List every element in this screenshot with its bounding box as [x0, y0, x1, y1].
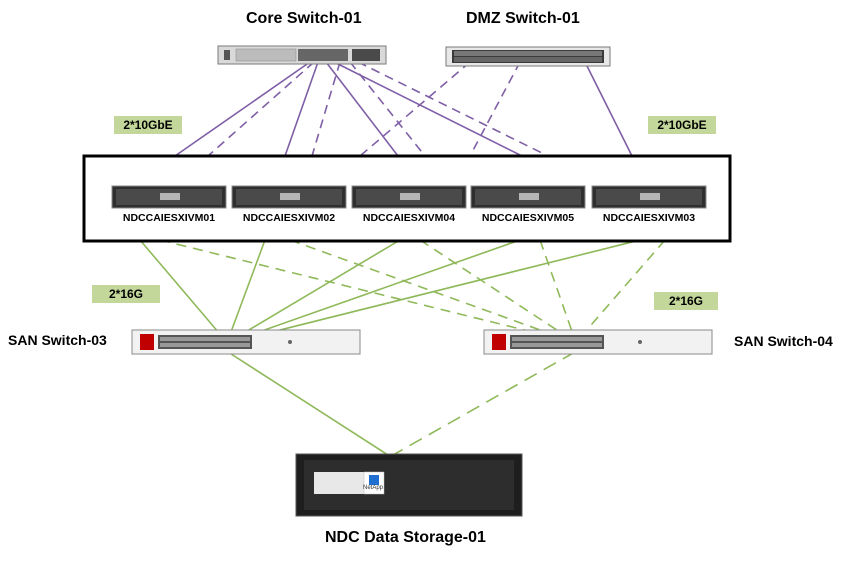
core-switch-device [217, 45, 387, 65]
fc-bandwidth-badge-left: 2*16G [92, 285, 160, 303]
san-switch-03-label: SAN Switch-03 [8, 332, 107, 348]
host-label-04: NDCCAIESXIVM04 [362, 212, 456, 224]
san-switch-04-device [483, 329, 713, 355]
fc-bandwidth-badge-right: 2*16G [654, 292, 718, 310]
dmz-switch-device [445, 46, 611, 67]
eth-bandwidth-badge-right: 2*10GbE [648, 116, 716, 134]
host-server-04 [351, 185, 467, 209]
dmz-switch-label: DMZ Switch-01 [466, 10, 580, 27]
host-server-03 [591, 185, 707, 209]
san-switch-03-device [131, 329, 361, 355]
eth-bandwidth-badge-left: 2*10GbE [114, 116, 182, 134]
netapp-logo-text: NetApp [363, 485, 384, 491]
fc-links [139, 239, 666, 456]
host-server-05 [470, 185, 586, 209]
host-label-03: NDCCAIESXIVM03 [602, 212, 696, 224]
host-server-02 [231, 185, 347, 209]
host-label-02: NDCCAIESXIVM02 [242, 212, 336, 224]
storage-label: NDC Data Storage-01 [325, 529, 486, 546]
core-switch-label: Core Switch-01 [246, 10, 362, 27]
host-server-01 [111, 185, 227, 209]
host-label-01: NDCCAIESXIVM01 [122, 212, 216, 224]
ethernet-links [174, 61, 633, 157]
san-switch-04-label: SAN Switch-04 [734, 333, 833, 349]
host-label-05: NDCCAIESXIVM05 [481, 212, 575, 224]
netapp-storage-device [295, 453, 523, 517]
